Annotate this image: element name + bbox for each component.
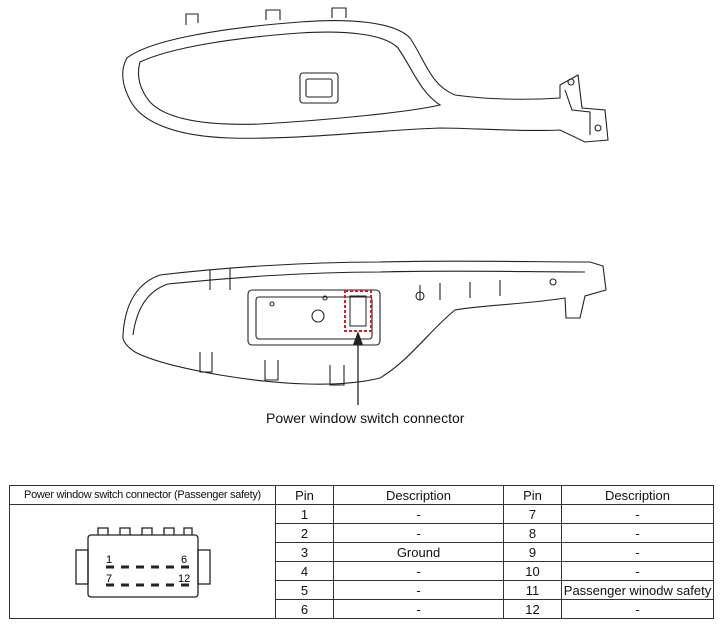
- table-row: 1 6 7 12 1 - 7 -: [9, 504, 714, 619]
- header-description-a: Description: [333, 485, 504, 505]
- pin-b-cell: 8: [503, 523, 562, 543]
- header-pin-a: Pin: [275, 485, 334, 505]
- connector-face-diagram: 1 6 7 12: [74, 527, 211, 598]
- pin-b-cell: 11: [503, 580, 562, 600]
- switch-panel-bottom-view: [122, 260, 607, 386]
- description-b-cell: Passenger winodw safety: [561, 580, 714, 600]
- header-connector: Power window switch connector (Passenger…: [9, 485, 276, 505]
- pin-a-cell: 3: [275, 542, 334, 562]
- pin-label-12: 12: [178, 573, 190, 585]
- pin-a-cell: 1: [275, 504, 334, 524]
- header-pin-b: Pin: [503, 485, 562, 505]
- description-b-cell: -: [561, 523, 714, 543]
- description-b-cell: -: [561, 599, 714, 619]
- pin-b-cell: 7: [503, 504, 562, 524]
- description-a-cell: -: [333, 580, 504, 600]
- description-a-cell: Ground: [333, 542, 504, 562]
- pin-label-1: 1: [106, 554, 112, 566]
- description-a-cell: -: [333, 599, 504, 619]
- pin-a-cell: 6: [275, 599, 334, 619]
- table-row: 6 - 12 -: [10, 599, 714, 619]
- switch-illustrations: [122, 7, 609, 405]
- description-b-cell: -: [561, 542, 714, 562]
- description-a-cell: -: [333, 504, 504, 524]
- description-b-cell: -: [561, 504, 714, 524]
- pin-label-6: 6: [181, 554, 187, 566]
- pin-a-cell: 2: [275, 523, 334, 543]
- pin-a-cell: 4: [275, 561, 334, 581]
- table-row: 4 - 10 -: [10, 561, 714, 581]
- connector-highlight: [344, 290, 372, 332]
- header-description-b: Description: [561, 485, 714, 505]
- table-row: 3 Ground 9 -: [10, 542, 714, 562]
- connector-callout-label: Power window switch connector: [266, 410, 465, 426]
- connector-face-cell: 1 6 7 12: [9, 504, 276, 619]
- pin-b-cell: 9: [503, 542, 562, 562]
- description-a-cell: -: [333, 561, 504, 581]
- callout-leader: [353, 331, 363, 405]
- description-b-cell: -: [561, 561, 714, 581]
- pin-a-cell: 5: [275, 580, 334, 600]
- description-a-cell: -: [333, 523, 504, 543]
- switch-panel-top-view: [122, 7, 609, 143]
- pin-table: Power window switch connector (Passenger…: [9, 485, 714, 619]
- pin-label-7: 7: [106, 573, 112, 585]
- table-header-row: Power window switch connector (Passenger…: [9, 485, 714, 505]
- pin-b-cell: 10: [503, 561, 562, 581]
- pin-b-cell: 12: [503, 599, 562, 619]
